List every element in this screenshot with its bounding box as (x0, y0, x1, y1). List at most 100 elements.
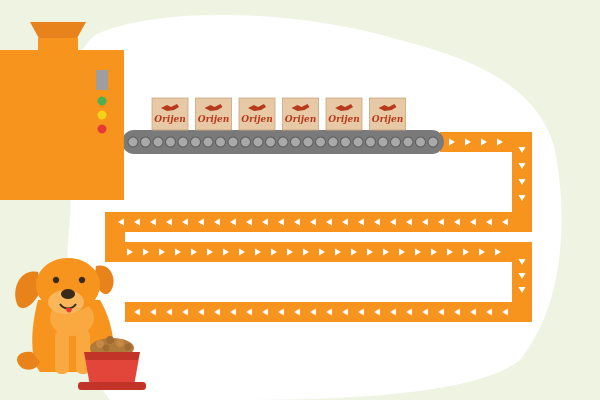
track-arrow-icon (406, 308, 412, 316)
track-arrow-icon (470, 308, 476, 316)
track-arrow-icon (230, 308, 236, 316)
brand-logo-icon (378, 104, 397, 111)
track-arrow-icon (470, 218, 476, 226)
background-blob (67, 14, 562, 400)
track-arrow-icon (406, 218, 412, 226)
track-arrow-icon (342, 218, 348, 226)
track-arrow-icon (262, 218, 268, 226)
brand-logo-icon (204, 104, 223, 111)
belt-roller (377, 136, 389, 148)
green-light-icon (97, 96, 107, 106)
track-arrow-icon (118, 218, 124, 226)
track-arrow-icon (518, 195, 526, 201)
belt-rollers (127, 136, 439, 148)
track-arrow-icon (486, 308, 492, 316)
track-arrow-icon (518, 273, 526, 279)
track-arrow-icon (518, 147, 526, 153)
track-arrow-icon (326, 218, 332, 226)
track-arrow-icon (495, 248, 501, 256)
track-arrow-icon (134, 308, 140, 316)
track-arrow-icon (358, 308, 364, 316)
track-arrow-icon (150, 308, 156, 316)
track-arrow-icon (342, 308, 348, 316)
track-arrow-icon (230, 218, 236, 226)
yellow-light-icon (97, 110, 107, 120)
belt-roller (190, 136, 201, 148)
track-arrow-icon (198, 218, 204, 226)
track-arrow-icon (518, 259, 526, 265)
track-arrow-icon (175, 248, 181, 256)
track-arrow-icon (182, 218, 188, 226)
track-arrow-icon (518, 179, 526, 185)
track-segment-row-2 (105, 242, 532, 262)
box-brand-label: Orijen (241, 115, 273, 125)
belt-roller (290, 136, 301, 148)
food-box: Orijen (195, 97, 232, 131)
track-arrow-icon (454, 218, 460, 226)
box-brand-label: Orijen (372, 115, 404, 125)
belt-roller (315, 136, 326, 148)
track-arrow-icon (246, 218, 252, 226)
belt-roller (252, 136, 264, 148)
food-processing-machine (0, 22, 124, 200)
track-arrow-icon (383, 248, 389, 256)
belt-roller (127, 136, 139, 148)
food-box: Orijen (325, 97, 363, 131)
track-arrow-icon (374, 308, 380, 316)
track-arrow-icon (438, 218, 444, 226)
machine-display-icon (96, 70, 108, 90)
track-arrow-icon (449, 138, 455, 146)
box-brand-label: Orijen (198, 115, 230, 125)
track-arrow-icon (150, 218, 156, 226)
box-brand-label: Orijen (285, 115, 317, 125)
track-arrow-icon (415, 248, 421, 256)
food-box: Orijen (238, 97, 276, 131)
track-arrow-icon (518, 163, 526, 169)
belt-roller (365, 136, 376, 148)
belt-roller (152, 136, 164, 148)
food-box: Orijen (151, 97, 189, 131)
belt-roller (140, 136, 151, 148)
track-arrow-icon (239, 248, 245, 256)
track-arrow-icon (358, 218, 364, 226)
track-arrow-icon (481, 138, 487, 146)
belt-roller (277, 136, 289, 148)
belt-roller (202, 136, 214, 148)
belt-roller (327, 136, 339, 148)
red-light-icon (97, 124, 107, 134)
track-segment-row-1 (105, 212, 532, 232)
track-arrow-icon (399, 248, 405, 256)
track-arrow-icon (303, 248, 309, 256)
track-arrow-icon (310, 218, 316, 226)
track-arrow-icon (479, 248, 485, 256)
track-arrow-icon (262, 308, 268, 316)
track-arrow-icon (422, 218, 428, 226)
brand-logo-icon (161, 104, 179, 111)
track-arrow-icon (278, 308, 284, 316)
track-arrow-icon (271, 248, 277, 256)
track-arrow-icon (294, 308, 300, 316)
belt-roller (402, 136, 414, 148)
track-arrow-icon (502, 308, 508, 316)
hopper-neck (38, 38, 78, 52)
track-arrow-icon (255, 248, 261, 256)
track-arrow-icon (454, 308, 460, 316)
track-arrow-icon (134, 218, 140, 226)
track-arrow-icon (246, 308, 252, 316)
belt-roller (390, 136, 401, 148)
track-arrow-icon (465, 138, 471, 146)
dog-icon (15, 258, 114, 374)
track-arrow-icon (159, 248, 165, 256)
track-arrow-icon (351, 248, 357, 256)
track-arrow-icon (335, 248, 341, 256)
belt-roller (302, 136, 314, 148)
track-arrow-icon (319, 248, 325, 256)
track-arrow-icon (287, 248, 293, 256)
track-arrow-icon (486, 218, 492, 226)
track-arrow-icon (438, 308, 444, 316)
track-arrow-icon (497, 138, 503, 146)
track-arrow-icon (207, 248, 213, 256)
track-arrow-icon (198, 308, 204, 316)
track-arrow-icon (223, 248, 229, 256)
